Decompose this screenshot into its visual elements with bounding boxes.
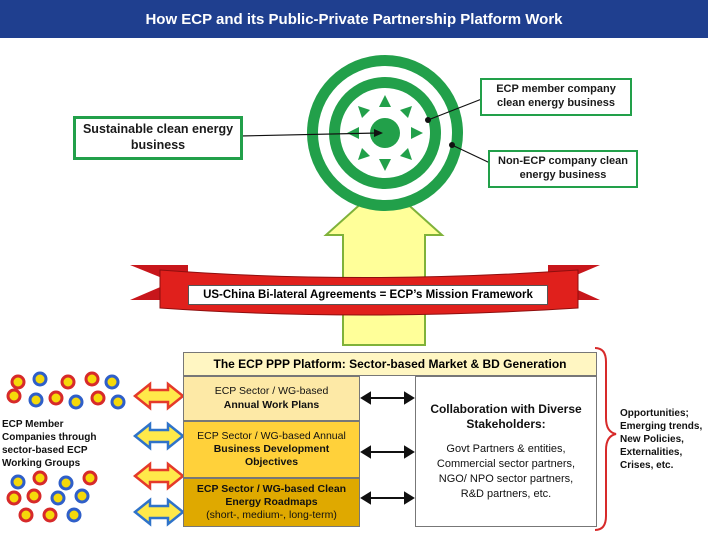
member-dots-bottom bbox=[6, 470, 98, 523]
plan-clean-energy-roadmaps: ECP Sector / WG-based Clean Energy Roadm… bbox=[183, 478, 360, 527]
non-member-label-box: Non-ECP company clean energy business bbox=[488, 150, 638, 188]
plan-line2: Annual Work Plans bbox=[223, 398, 320, 411]
collab-item: Govt Partners & entities, bbox=[446, 443, 566, 455]
plan-line2: Business Development Objectives bbox=[213, 442, 330, 469]
plan-line3: (short-, medium-, long-term) bbox=[206, 509, 337, 522]
center-label-box: Sustainable clean energy business bbox=[73, 116, 243, 160]
opportunities-label: Opportunities; Emerging trends, New Poli… bbox=[620, 408, 703, 471]
connector-dot bbox=[449, 142, 455, 148]
plan-line1: ECP Sector / WG-based Annual bbox=[197, 429, 346, 442]
mission-banner-text: US-China Bi-lateral Agreements = ECP’s M… bbox=[188, 285, 548, 305]
collab-item: Commercial sector partners, bbox=[436, 457, 576, 470]
plan-line1: ECP Sector / WG-based Clean Energy Roadm… bbox=[196, 482, 347, 508]
double-arrow-red-2 bbox=[132, 461, 186, 491]
double-arrow-blue-2 bbox=[132, 497, 186, 527]
black-double-arrows bbox=[360, 391, 415, 505]
plan-annual-work-plans: ECP Sector / WG-based Annual Work Plans bbox=[183, 376, 360, 421]
plan-line1: ECP Sector / WG-based bbox=[214, 385, 329, 398]
collab-item: R&D partners, etc. bbox=[460, 487, 552, 500]
platform-header: The ECP PPP Platform: Sector-based Marke… bbox=[183, 352, 597, 376]
arrowhead bbox=[374, 129, 383, 137]
collab-item: NGO/ NPO sector partners, bbox=[438, 472, 574, 485]
double-arrow-red-1 bbox=[132, 381, 186, 411]
collaboration-box: Collaboration with Diverse Stakeholders:… bbox=[415, 376, 597, 527]
target-rings bbox=[307, 55, 463, 211]
collaboration-title: Collaboration with Diverse Stakeholders: bbox=[430, 402, 582, 431]
connector-dot bbox=[425, 117, 431, 123]
double-arrow-blue-1 bbox=[132, 421, 186, 451]
member-label: ECP member company clean energy business bbox=[496, 83, 616, 109]
member-dots-top bbox=[6, 371, 126, 410]
member-companies-label: ECP Member Companies through sector-base… bbox=[2, 419, 97, 469]
right-brace bbox=[594, 347, 617, 531]
title-bar: How ECP and its Public-Private Partnersh… bbox=[0, 0, 708, 38]
non-member-label: Non-ECP company clean energy business bbox=[498, 155, 628, 181]
collaboration-list: Govt Partners & entities, Commercial sec… bbox=[416, 442, 596, 501]
plan-business-development: ECP Sector / WG-based Annual Business De… bbox=[183, 421, 360, 478]
page-title: How ECP and its Public-Private Partnersh… bbox=[145, 10, 563, 28]
member-label-box: ECP member company clean energy business bbox=[480, 78, 632, 116]
center-label: Sustainable clean energy business bbox=[82, 122, 234, 152]
